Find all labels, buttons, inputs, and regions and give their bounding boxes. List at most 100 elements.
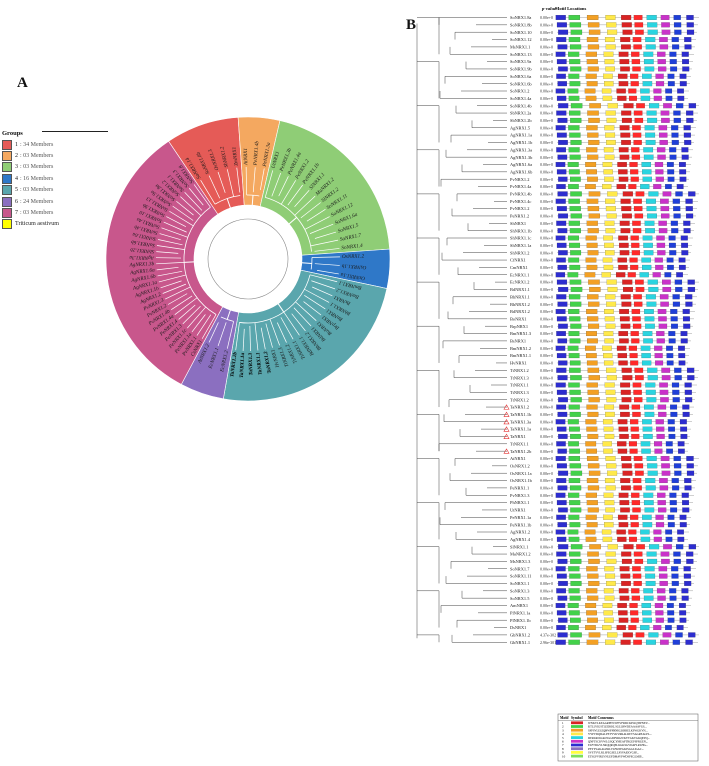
motif-box: [631, 595, 641, 601]
legend-group-count: : 03 Members: [20, 210, 54, 217]
motif-box: [634, 367, 644, 373]
motif-box: [654, 257, 663, 263]
motif-box: [681, 492, 689, 498]
motif-box: [644, 125, 655, 131]
motif-box: [672, 301, 680, 307]
motif-box: [686, 558, 694, 564]
tree-leaf-branch: [156, 251, 179, 254]
motif-box: [618, 492, 629, 498]
motif-box: [587, 507, 599, 513]
motif-box: [645, 485, 656, 491]
motif-box: [642, 176, 652, 182]
motif-box: [630, 617, 639, 623]
motif-box: [556, 22, 567, 28]
tree-leaf-label: TaNRX1.2b: [229, 351, 238, 377]
motif-box: [634, 213, 644, 219]
sequence-name: BmNRX1.1: [510, 353, 531, 358]
motif-box: [658, 125, 668, 131]
motif-box: [670, 309, 678, 314]
tree-leaf-label: TaNRX1.2: [263, 350, 273, 374]
motif-box: [658, 316, 667, 322]
motif-box: [623, 544, 634, 550]
sequence-name: AtNRX1: [510, 456, 526, 461]
motif-box: [646, 456, 657, 461]
motif-box: [587, 44, 600, 50]
motif-box: [619, 404, 630, 410]
motif-box: [652, 272, 661, 278]
motif-box: [558, 397, 568, 403]
legend-swatch: [2, 185, 12, 196]
tree-leaf-branch: [156, 266, 179, 271]
motif-box: [617, 257, 627, 263]
motif-box: [604, 37, 615, 43]
sequence-pvalue: 0.00e+0: [540, 111, 553, 116]
motif-box: [604, 338, 614, 344]
motif-box: [672, 294, 680, 300]
motif-box: [619, 338, 629, 344]
motif-box: [666, 162, 674, 167]
motif-box: [688, 632, 696, 638]
sequence-name: PlNRX1.1a: [510, 610, 530, 615]
motif-box: [585, 257, 597, 263]
motif-box: [646, 15, 657, 20]
motif-box: [685, 206, 693, 212]
sequence-pvalue: 0.00e+0: [540, 405, 553, 410]
root-ring: [207, 218, 289, 300]
tree-leaf-branch: [245, 167, 248, 196]
motif-box: [588, 580, 600, 586]
motif-box: [671, 139, 679, 145]
motif-box: [586, 382, 598, 388]
motif-box: [569, 338, 581, 344]
motif-box: [679, 522, 687, 528]
motif-box: [570, 29, 583, 35]
motif-box: [663, 544, 672, 550]
motif-box: [605, 198, 616, 204]
legend-group-count: : 34 Members: [20, 141, 54, 148]
tree-leaf-branch: [304, 288, 330, 303]
motif-box: [569, 228, 581, 234]
motif-legend-header: Motif: [560, 716, 569, 720]
tree-leaf-label: OsNRX1.1a: [340, 271, 366, 281]
motif-box: [586, 309, 598, 314]
motif-box: [558, 470, 569, 476]
tree-leaf-branch: [172, 205, 194, 221]
motif-box: [602, 95, 613, 101]
motif-box: [645, 323, 655, 329]
motif-box: [658, 66, 667, 72]
motif-box: [556, 610, 567, 616]
motif-box: [686, 15, 694, 20]
motif-box: [605, 389, 616, 395]
motif-box: [655, 514, 664, 520]
motif-box: [653, 184, 662, 190]
motif-box: [669, 59, 677, 65]
motif-box: [558, 507, 568, 513]
tree-leaf-label: TaNRX1.1a: [239, 352, 246, 378]
motif-box: [604, 566, 615, 572]
sequence-pvalue: 0.00e+0: [540, 309, 553, 314]
sequence-name: SoNRX1.3: [510, 588, 530, 593]
sequence-name: SoNRX1.4a: [510, 96, 531, 101]
motif-box: [585, 95, 597, 101]
motif-box: [667, 81, 675, 87]
motif-box: [646, 110, 657, 116]
motif-box: [556, 242, 567, 248]
motif-box: [661, 375, 671, 381]
motif-box: [642, 426, 653, 432]
motif-box: [587, 132, 599, 138]
motif-box: [674, 29, 682, 35]
sequence-name: GbNRX1.1: [510, 640, 530, 645]
motif-consensus: SFPSVLEGIQHWFFHNKLKRRELKSWGKVN...: [588, 728, 648, 732]
motif-box: [588, 279, 600, 285]
clade-arc: [246, 194, 260, 197]
motif-box: [661, 367, 671, 373]
sequence-pvalue: 0.00e+0: [540, 30, 553, 35]
motif-box: [620, 573, 631, 579]
motif-box: [661, 117, 670, 123]
sequence-pvalue: 0.00e+0: [540, 522, 553, 527]
motif-box: [661, 29, 671, 35]
motif-box: [570, 617, 581, 623]
motif-box: [630, 331, 639, 337]
motif-box: [645, 389, 656, 395]
motif-box: [666, 345, 673, 351]
motif-box: [605, 551, 616, 557]
